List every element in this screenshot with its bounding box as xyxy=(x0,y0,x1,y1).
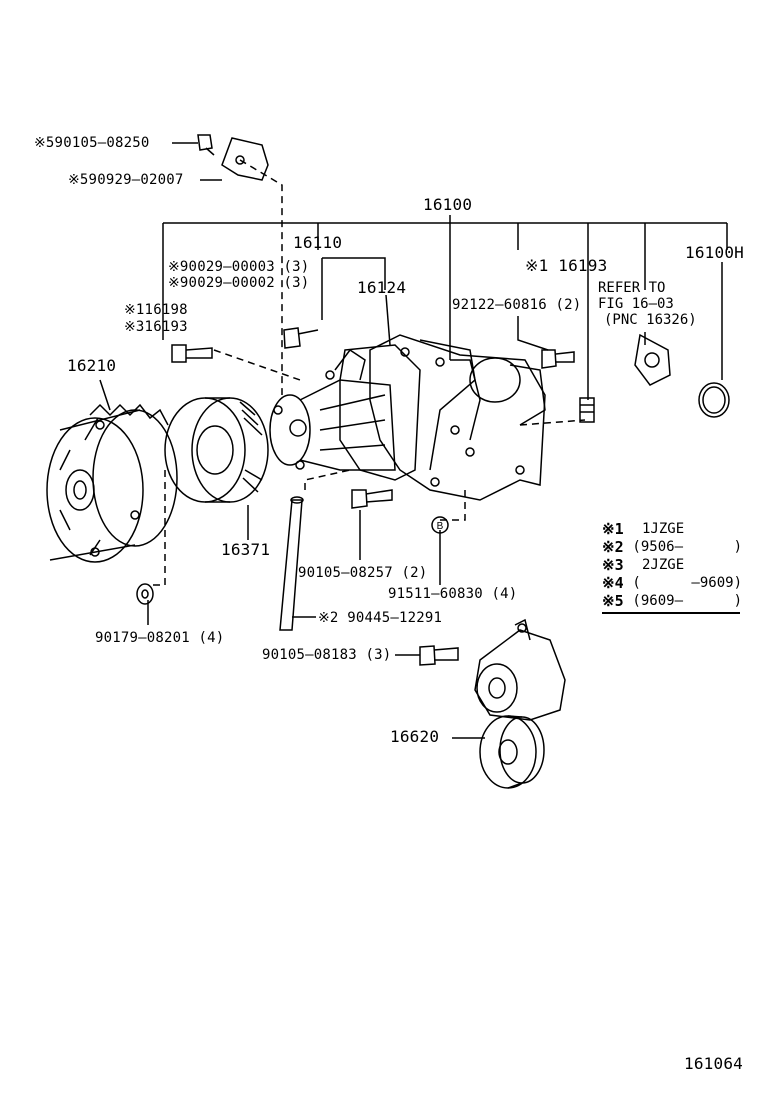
bolt-90029-stud xyxy=(283,327,319,349)
label-16124: 16124 xyxy=(357,278,407,297)
svg-text:B: B xyxy=(437,521,444,532)
legend-value: ( –9609) xyxy=(632,575,742,591)
o-ring-16100H xyxy=(698,382,730,418)
label-91511-60830: 91511–60830 (4) xyxy=(388,586,518,602)
bolt-90105-08183 xyxy=(419,645,459,666)
fan-coupling-16210 xyxy=(46,403,178,563)
label-16620: 16620 xyxy=(390,727,440,746)
label-90029-00003: ※90029–00003 (3) xyxy=(168,259,310,275)
bolt-90105-08257 xyxy=(351,489,393,509)
nut-90179-08201 xyxy=(136,583,154,605)
label-90105-08183: 90105–08183 (3) xyxy=(262,647,392,663)
label-90445-12291: ※2 90445–12291 xyxy=(318,610,443,626)
hose-90445-12291 xyxy=(279,496,304,631)
gasket-16326 xyxy=(634,333,671,386)
legend-value: (9609– ) xyxy=(632,593,742,609)
label-16110: 16110 xyxy=(293,233,343,252)
legend: ※1 1JZGE ※2 (9506– ) ※3 2JZGE ※4 ( –9609… xyxy=(602,520,742,610)
label-90929-02007: ※590929–02007 xyxy=(68,172,184,188)
label-90029-00002: ※90029–00002 (3) xyxy=(168,275,310,291)
label-90179-08201: 90179–08201 (4) xyxy=(95,630,225,646)
label-90105-08250: ※590105–08250 xyxy=(34,135,150,151)
legend-key: ※4 xyxy=(602,574,624,592)
legend-key: ※5 xyxy=(602,592,624,610)
legend-value: 1JZGE xyxy=(642,521,685,537)
water-pump-16110 xyxy=(269,348,396,471)
pump-housing-16100 xyxy=(369,334,546,501)
refer-note-line1: REFER TO xyxy=(598,280,666,296)
legend-value: (9506– ) xyxy=(632,539,742,555)
bolt-316193 xyxy=(171,344,213,363)
label-116198: ※116198 xyxy=(124,302,188,318)
legend-value: 2JZGE xyxy=(642,557,685,573)
legend-row: ※2 (9506– ) xyxy=(602,538,742,556)
refer-note-line3: (PNC 16326) xyxy=(604,312,697,328)
label-16210: 16210 xyxy=(67,356,117,375)
legend-key: ※2 xyxy=(602,538,624,556)
refer-note-line2: FIG 16–03 xyxy=(598,296,674,312)
pulley-16371 xyxy=(164,397,269,503)
label-16371: 16371 xyxy=(221,540,271,559)
label-92122-60816: 92122–60816 (2) xyxy=(452,297,582,313)
bolt-90105-08250 xyxy=(197,134,215,156)
figure-number: 161064 xyxy=(684,1054,743,1073)
legend-row: ※3 2JZGE xyxy=(602,556,742,574)
label-90105-08257: 90105–08257 (2) xyxy=(298,565,428,581)
legend-row: ※1 1JZGE xyxy=(602,520,742,538)
label-16193: ※1 16193 xyxy=(525,256,608,275)
legend-key: ※1 xyxy=(602,520,624,538)
stud-16193 xyxy=(579,397,595,423)
gasket-16124 xyxy=(339,344,421,481)
bracket-90929-02007 xyxy=(221,137,269,181)
tensioner-16620 xyxy=(474,618,566,789)
marker-b-icon xyxy=(431,516,449,534)
legend-row: ※5 (9609– ) xyxy=(602,592,742,610)
label-316193: ※316193 xyxy=(124,319,188,335)
legend-key: ※3 xyxy=(602,556,624,574)
legend-row: ※4 ( –9609) xyxy=(602,574,742,592)
label-16100H: 16100H xyxy=(685,243,744,262)
bolt-92122-60816 xyxy=(541,349,575,369)
legend-divider xyxy=(602,612,740,614)
label-16100: 16100 xyxy=(423,195,473,214)
